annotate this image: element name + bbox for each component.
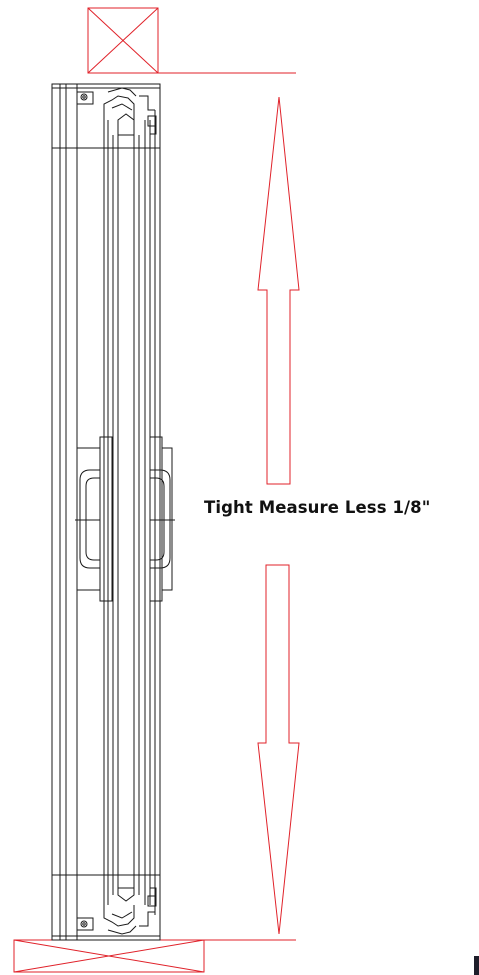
- dimension-label: Tight Measure Less 1/8": [204, 498, 431, 517]
- window-frame-section: [51, 83, 175, 941]
- bottom-block-crossed-box-icon: [13, 939, 205, 973]
- top-block-crossed-box-icon: [87, 7, 159, 74]
- corner-mark: [474, 956, 479, 975]
- dimension-arrow-down-icon: [257, 564, 300, 935]
- dimension-arrow-up-icon: [257, 96, 300, 485]
